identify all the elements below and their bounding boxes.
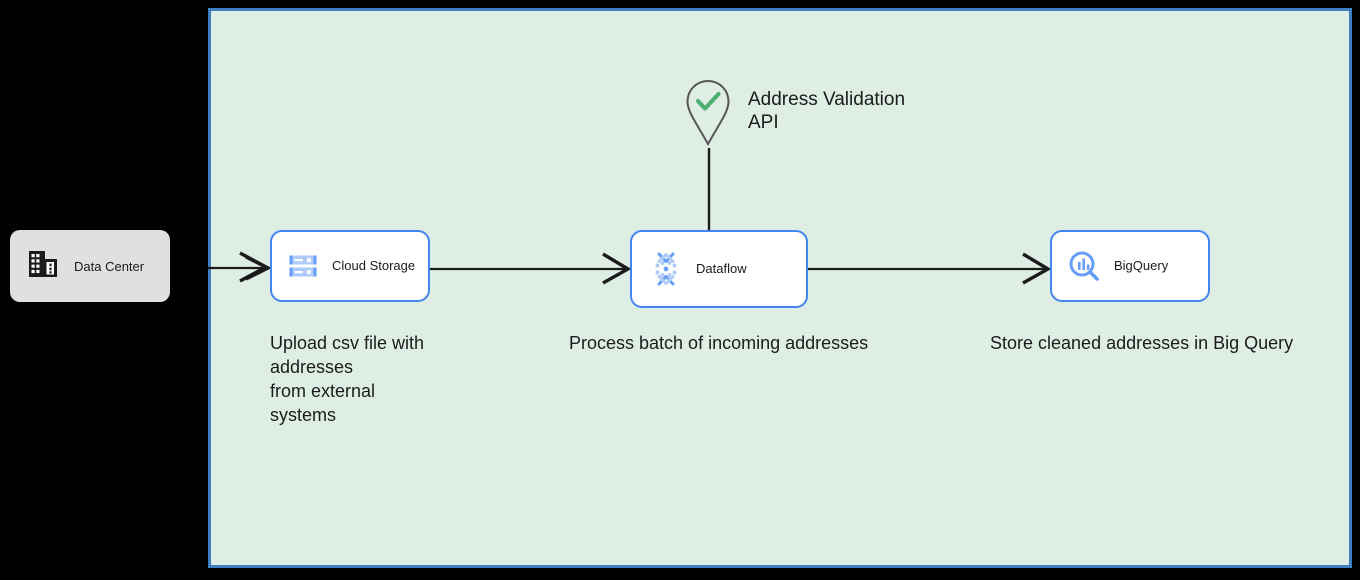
node-cloud-storage[interactable]: Cloud Storage [270,230,430,302]
map-pin-check-icon [686,79,730,147]
cloud-storage-icon [288,251,318,281]
dataflow-icon [650,252,682,286]
node-data-center-label: Data Center [74,258,145,274]
caption-bigquery: Store cleaned addresses in Big Query [990,333,1294,353]
address-validation-api-node[interactable] [685,78,731,148]
node-cloud-storage-label: Cloud Storage [332,258,416,274]
caption-dataflow: Process batch of incoming addresses [569,333,869,353]
bigquery-icon [1068,250,1100,282]
data-center-building-icon [28,250,58,283]
address-validation-api-label: Address Validation API [748,89,906,133]
node-bigquery[interactable]: BigQuery [1050,230,1210,302]
node-dataflow[interactable]: Dataflow [630,230,808,308]
node-bigquery-label: BigQuery [1114,258,1169,274]
node-data-center[interactable]: Data Center [10,230,170,302]
node-dataflow-label: Dataflow [696,261,747,277]
caption-cloud-storage: Upload csv file with addresses from exte… [270,333,425,425]
